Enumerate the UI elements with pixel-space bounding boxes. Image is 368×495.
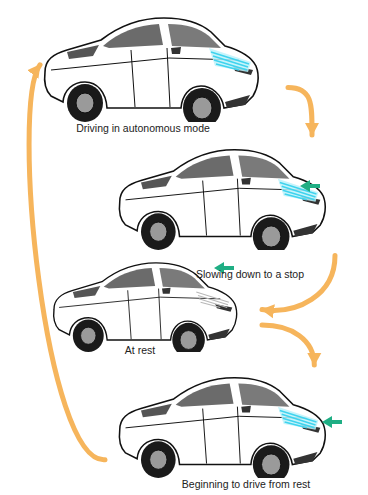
car-stage: At rest xyxy=(30,255,262,358)
car-stage: Driving in autonomous mode xyxy=(40,5,288,138)
stage-caption: Driving in autonomous mode xyxy=(33,122,253,135)
car-stage: Slowing down to a stop xyxy=(105,135,335,282)
cycle-arrow xyxy=(262,256,335,311)
motion-arrow xyxy=(300,180,320,192)
motion-arrow xyxy=(322,416,342,428)
cycle-arrow xyxy=(288,87,312,135)
car-drawing xyxy=(119,150,325,256)
cycle-arrow xyxy=(262,325,314,365)
stage-caption: At rest xyxy=(30,344,250,357)
stage-caption: Beginning to drive from rest xyxy=(136,478,356,491)
car-drawing xyxy=(119,378,342,484)
cycle-arrow xyxy=(29,65,105,460)
stage-caption: Slowing down to a stop xyxy=(140,268,360,281)
car-stage: Beginning to drive from rest xyxy=(105,365,335,493)
car-drawing xyxy=(45,18,258,128)
